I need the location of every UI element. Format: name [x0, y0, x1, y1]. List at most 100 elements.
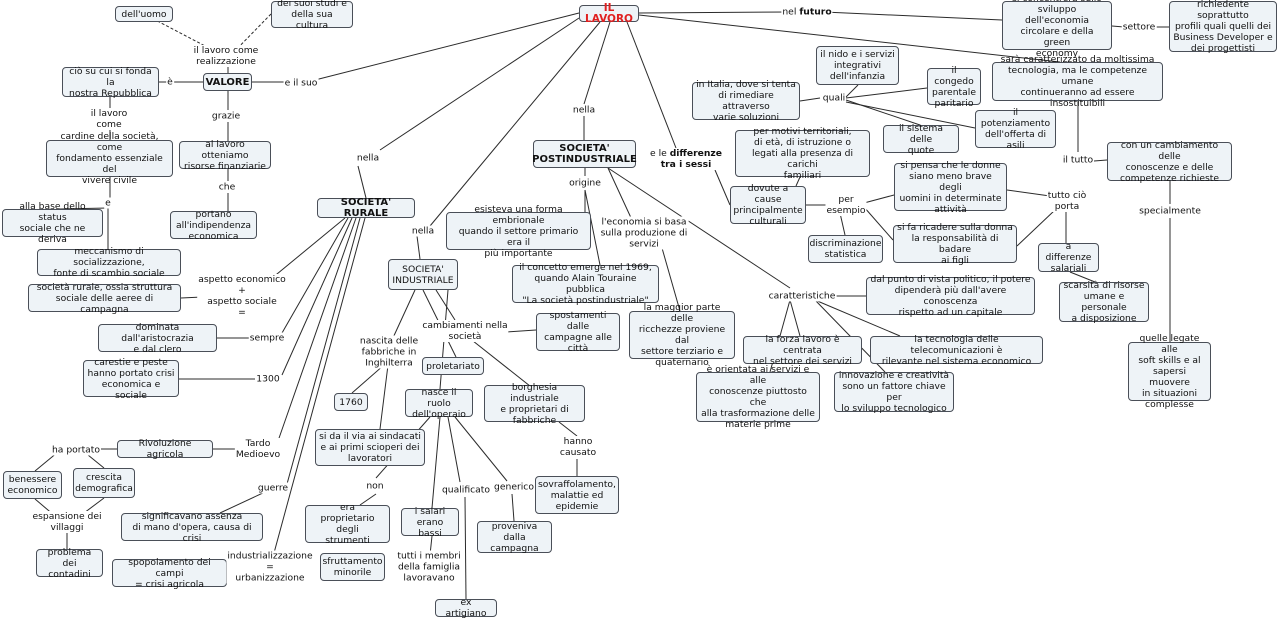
connection-line	[379, 364, 389, 430]
label-caratteristiche: caratteristiche	[767, 290, 837, 302]
node-potenziamento[interactable]: il potenziamento dell'offerta di asili	[975, 107, 1056, 151]
label-guerre: guerre	[256, 482, 290, 494]
node-borghesia[interactable]: borghesia industriale e proprietari di f…	[484, 382, 585, 426]
node-rivoluzione[interactable]: Rivoluzione agricola	[117, 438, 213, 460]
node-status[interactable]: alla base dello status sociale che ne de…	[2, 201, 103, 245]
node-differenze-salariali[interactable]: a differenze salariali	[1038, 241, 1099, 274]
label-origine: origine	[568, 177, 602, 189]
node-struttura[interactable]: società rurale, ossia struttura sociale …	[28, 282, 181, 315]
label-il-lavoro-come: il lavoro come	[89, 108, 129, 130]
connection-line	[845, 87, 928, 99]
node-sindacati[interactable]: si da il via ai sindacati e ai primi sci…	[315, 429, 425, 466]
label-e: è	[166, 76, 174, 88]
node-ricchezze[interactable]: la maggior parte delle ricchezze provien…	[629, 302, 735, 368]
node-artigiano[interactable]: ex artigiano	[435, 597, 497, 619]
node-meccanismo[interactable]: meccanismo di socializzazione, fonte di …	[37, 246, 181, 279]
label-per-esempio: per esempio	[825, 194, 867, 216]
node-assenza[interactable]: significavano assenza di mano d'opera, c…	[121, 511, 263, 544]
node-spopolamento[interactable]: spopolamento dei campi = crisi agricola	[112, 557, 227, 590]
node-repubblica[interactable]: ciò su cui si fonda la nostra Repubblica	[62, 66, 159, 99]
node-sovraffollamento[interactable]: sovraffolamento, malattie ed epidemie	[535, 476, 619, 514]
node-il-lavoro[interactable]: IL LAVORO	[579, 2, 639, 24]
connection-line	[1006, 189, 1051, 197]
connection-line	[351, 364, 385, 394]
label-differenze-sessi: e le differenze tra i sessi	[649, 148, 723, 170]
node-sfruttamento[interactable]: sfruttamento minorile	[320, 553, 385, 581]
node-meno-brave[interactable]: si pensa che le donne siano meno brave d…	[894, 160, 1007, 215]
connection-line	[435, 289, 456, 321]
node-scarsita[interactable]: scarsità di risorse umane e personale a …	[1059, 280, 1149, 324]
node-risorse[interactable]: al lavoro otteniamo risorse finanziarie	[179, 139, 271, 172]
node-problema[interactable]: problema dei contadini	[36, 547, 103, 580]
label-nel-futuro: nel futuro	[781, 6, 833, 18]
label-cambiamenti: cambiamenti nella società	[421, 320, 509, 342]
connection-line	[429, 21, 601, 227]
label-che: che	[217, 181, 237, 193]
node-concetto-1969[interactable]: il concetto emerge nel 1969, quando Alai…	[512, 262, 659, 306]
connection-line	[714, 169, 731, 206]
node-discriminazione[interactable]: discriminazione statistica	[808, 235, 883, 263]
node-embrionale[interactable]: esisteva una forma embrionale quando il …	[446, 204, 591, 259]
connection-line	[454, 416, 508, 482]
label-industrializzazione: industrializzazione = urbanizzazione	[226, 550, 314, 584]
connection-line	[845, 99, 921, 126]
node-cambiamento[interactable]: con un cambiamento delle conoscenze e de…	[1107, 140, 1232, 184]
label-ha-portato: ha portato	[50, 444, 102, 456]
label-tutti-membri: tutti i membri della famiglia lavoravano	[396, 550, 462, 584]
node-motivi[interactable]: per motivi territoriali, di età, di istr…	[735, 126, 870, 181]
node-campagna[interactable]: proveniva dalla campagna	[477, 521, 552, 554]
node-proprietario[interactable]: era proprietario degli strumenti	[305, 502, 390, 546]
node-spostamenti[interactable]: spostamenti dalle campagne alle città	[536, 310, 620, 354]
node-indipendenza[interactable]: portano all'indipendenza economica	[170, 209, 257, 242]
node-circolare[interactable]: si concentrerà sullo sviluppo dell'econo…	[1002, 0, 1112, 59]
label-nella-1: nella	[355, 152, 381, 164]
node-orientata[interactable]: è orientata ai servizi e alle conoscenze…	[696, 364, 820, 430]
node-carestie[interactable]: carestie e peste hanno portato crisi eco…	[83, 357, 179, 401]
node-soft-skills[interactable]: quelle legate alle soft skills e al sape…	[1128, 333, 1211, 410]
node-quote[interactable]: il sistema delle quote	[883, 123, 959, 156]
node-1760[interactable]: 1760	[334, 393, 368, 411]
connection-line	[839, 212, 846, 236]
node-delluomo[interactable]: dell'uomo	[115, 6, 173, 22]
label-1300: 1300	[255, 373, 281, 385]
node-nido[interactable]: il nido e i servizi integrativi dell'inf…	[816, 46, 899, 85]
connection-line	[638, 11, 791, 14]
label-aspetto: aspetto economico + aspetto sociale =	[197, 274, 287, 318]
connection-line	[823, 11, 1003, 21]
connection-line	[87, 454, 105, 469]
node-proletariato[interactable]: proletariato	[422, 357, 484, 375]
connection-line	[464, 496, 467, 600]
node-congedo[interactable]: il congedo parentale paritario	[927, 65, 981, 109]
label-specialmente: specialmente	[1138, 205, 1202, 217]
node-ruolo[interactable]: nasce il ruolo dell'operaio	[405, 387, 473, 420]
connection-line	[799, 97, 821, 102]
node-benessere[interactable]: benessere economico	[3, 471, 62, 499]
node-aristocrazia[interactable]: dominata dall'aristocrazia e dal clero	[98, 322, 217, 355]
node-telecom[interactable]: la tecnologia delle telecomunicazioni è …	[870, 334, 1043, 367]
node-societa-industriale[interactable]: SOCIETA' INDUSTRIALE	[388, 259, 458, 290]
node-valore[interactable]: VALORE	[203, 73, 252, 91]
node-societa-postindustriale[interactable]: SOCIETA' POSTINDUSTRIALE	[532, 140, 637, 168]
label-qualificato: qualificato	[440, 484, 492, 496]
label-quali: quali	[821, 92, 847, 104]
node-italia[interactable]: in Italia, dove si tenta di rimediare at…	[692, 79, 800, 123]
connection-line	[447, 416, 461, 483]
node-societa-rurale[interactable]: SOCIETA' RURALE	[317, 197, 415, 219]
node-crescita[interactable]: crescita demografica	[73, 468, 135, 498]
node-tecnologia[interactable]: sarà caratterizzato da moltissima tecnol…	[992, 54, 1163, 109]
node-cardine[interactable]: cardine della società, come fondamento e…	[46, 131, 173, 186]
label-nella-2: nella	[410, 225, 436, 237]
node-forza-lavoro[interactable]: la forza lavoro è centrata nel settore d…	[743, 334, 862, 367]
node-politico[interactable]: dal punto di vista politico, il potere d…	[866, 274, 1035, 318]
node-studi[interactable]: dei suoi studi e della sua cultura	[271, 0, 353, 31]
node-figli[interactable]: si fa ricadere sulla donna la responsabi…	[893, 222, 1017, 266]
node-salari-bassi[interactable]: i salari erano bassi	[401, 506, 459, 539]
label-grazie: grazie	[210, 110, 242, 122]
label-tardo-medioevo: Tardo Medioevo	[234, 438, 282, 460]
node-innovazione[interactable]: innovazione e creatività sono un fattore…	[834, 370, 954, 414]
label-il-tutto: il tutto	[1061, 154, 1095, 166]
connection-line	[845, 84, 859, 98]
node-profili[interactable]: richiedente soprattutto profili quali qu…	[1169, 0, 1277, 54]
connection-line	[1093, 159, 1108, 162]
node-cause-culturali[interactable]: dovute a cause principalmente culturali	[730, 183, 806, 227]
